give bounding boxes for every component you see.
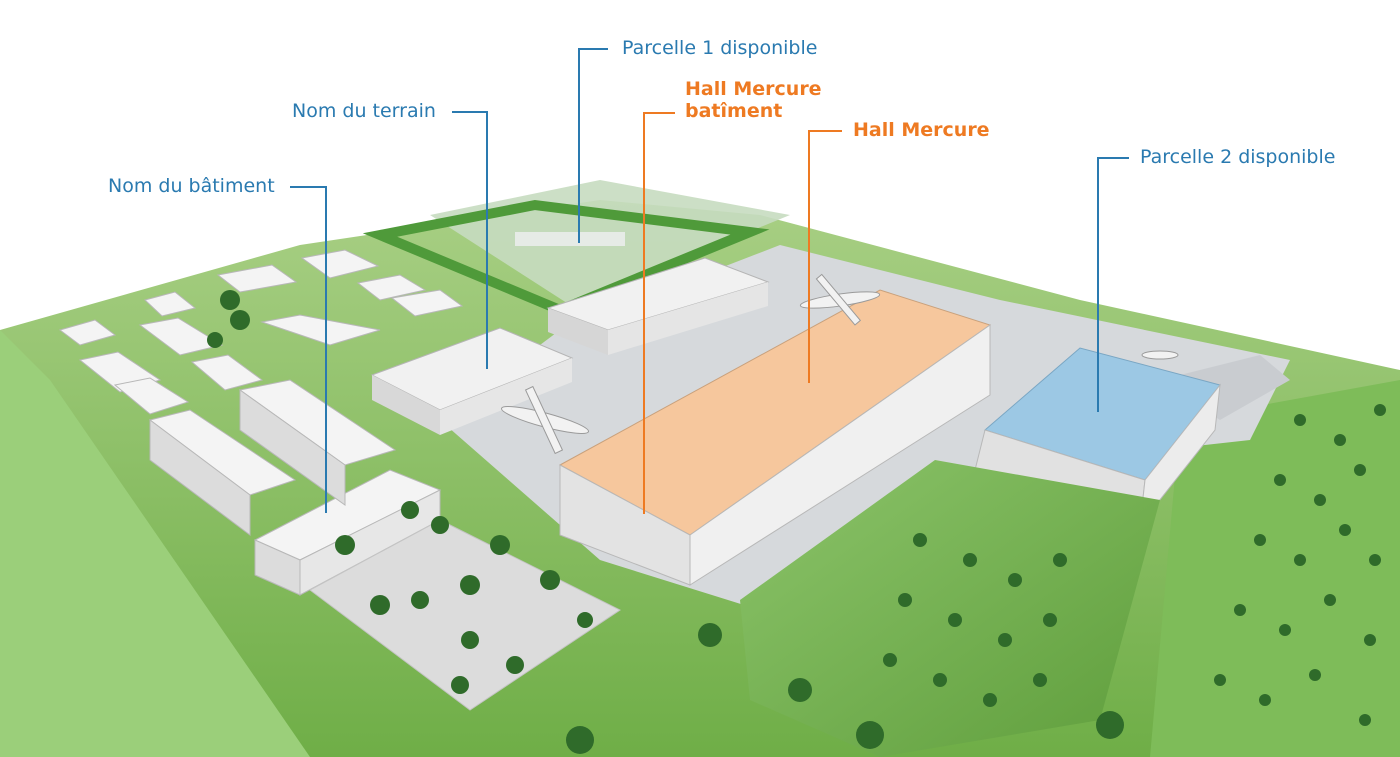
leader-line-terrain-v (486, 111, 488, 369)
label-parcelle-1: Parcelle 1 disponible (622, 37, 818, 59)
left-buildings (58, 249, 464, 596)
terrain-hangar (370, 327, 574, 435)
leader-line-hall-batiment-h (643, 112, 675, 114)
central-hangar (546, 257, 770, 355)
parcel-1-field (362, 180, 790, 316)
leader-line-hall-batiment-v (643, 112, 645, 514)
leader-line-batiment-h (290, 186, 327, 188)
airplanes (500, 273, 1179, 455)
label-hall-mercure-batiment-line2: batîment (685, 100, 783, 122)
label-hall-mercure-batiment: Hall Mercure batîment (685, 78, 822, 122)
leader-line-parcelle1-v (578, 48, 580, 243)
label-hall-mercure: Hall Mercure (853, 119, 990, 141)
leader-line-batiment-v (325, 186, 327, 513)
leader-line-parcelle2-h (1097, 157, 1129, 159)
label-parcelle-2: Parcelle 2 disponible (1140, 146, 1336, 168)
label-nom-du-batiment: Nom du bâtiment (108, 175, 275, 197)
orchard-field (740, 460, 1160, 757)
leader-line-hall-h (808, 130, 842, 132)
leader-line-parcelle2-v (1097, 157, 1099, 412)
label-nom-du-terrain: Nom du terrain (292, 100, 436, 122)
hall-mercure-building (558, 289, 992, 586)
leader-line-hall-v (808, 130, 810, 383)
leader-line-terrain-h (452, 111, 488, 113)
trees (207, 290, 1386, 754)
parcel-2-building (974, 347, 1221, 527)
label-hall-mercure-batiment-line1: Hall Mercure (685, 78, 822, 100)
leader-line-parcelle1-h (578, 48, 608, 50)
parking-lot (309, 519, 621, 711)
